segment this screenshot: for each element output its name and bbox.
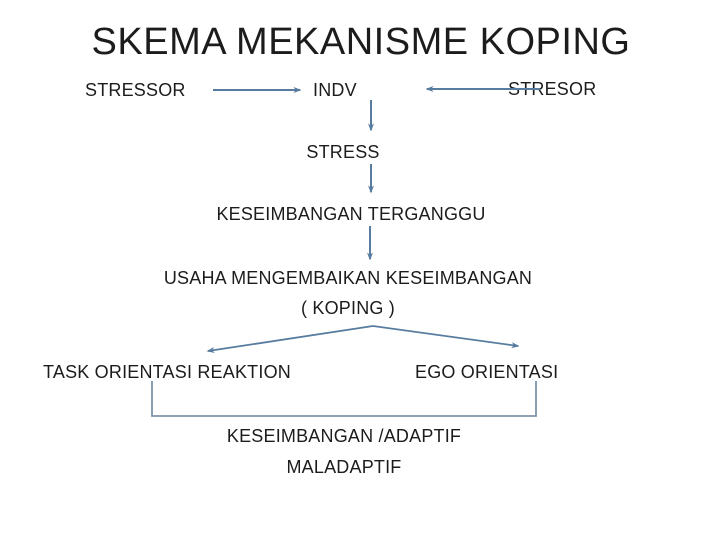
node-task-orientation: TASK ORIENTASI REAKTION xyxy=(43,362,291,382)
bracket-branches-to-outcome-icon xyxy=(151,381,537,417)
slide-title: SKEMA MEKANISME KOPING xyxy=(91,21,631,63)
arrow-koping-to-ego-icon xyxy=(372,325,520,349)
node-effort-line1: USAHA MENGEMBAIKAN KESEIMBANGAN xyxy=(163,268,533,288)
node-individual: INDV xyxy=(313,80,357,100)
node-stressor-left: STRESSOR xyxy=(85,80,186,100)
node-outcome-line1: KESEIMBANGAN /ADAPTIF xyxy=(226,426,462,446)
node-stress: STRESS xyxy=(306,142,380,162)
node-ego-orientation: EGO ORIENTASI xyxy=(415,362,559,382)
node-stressor-right: STRESOR xyxy=(508,79,597,99)
arrow-koping-to-task-icon xyxy=(206,325,374,353)
node-effort-line2: ( KOPING ) xyxy=(300,298,396,318)
node-imbalance: KESEIMBANGAN TERGANGGU xyxy=(216,204,486,224)
node-outcome-line2: MALADAPTIF xyxy=(286,457,402,477)
